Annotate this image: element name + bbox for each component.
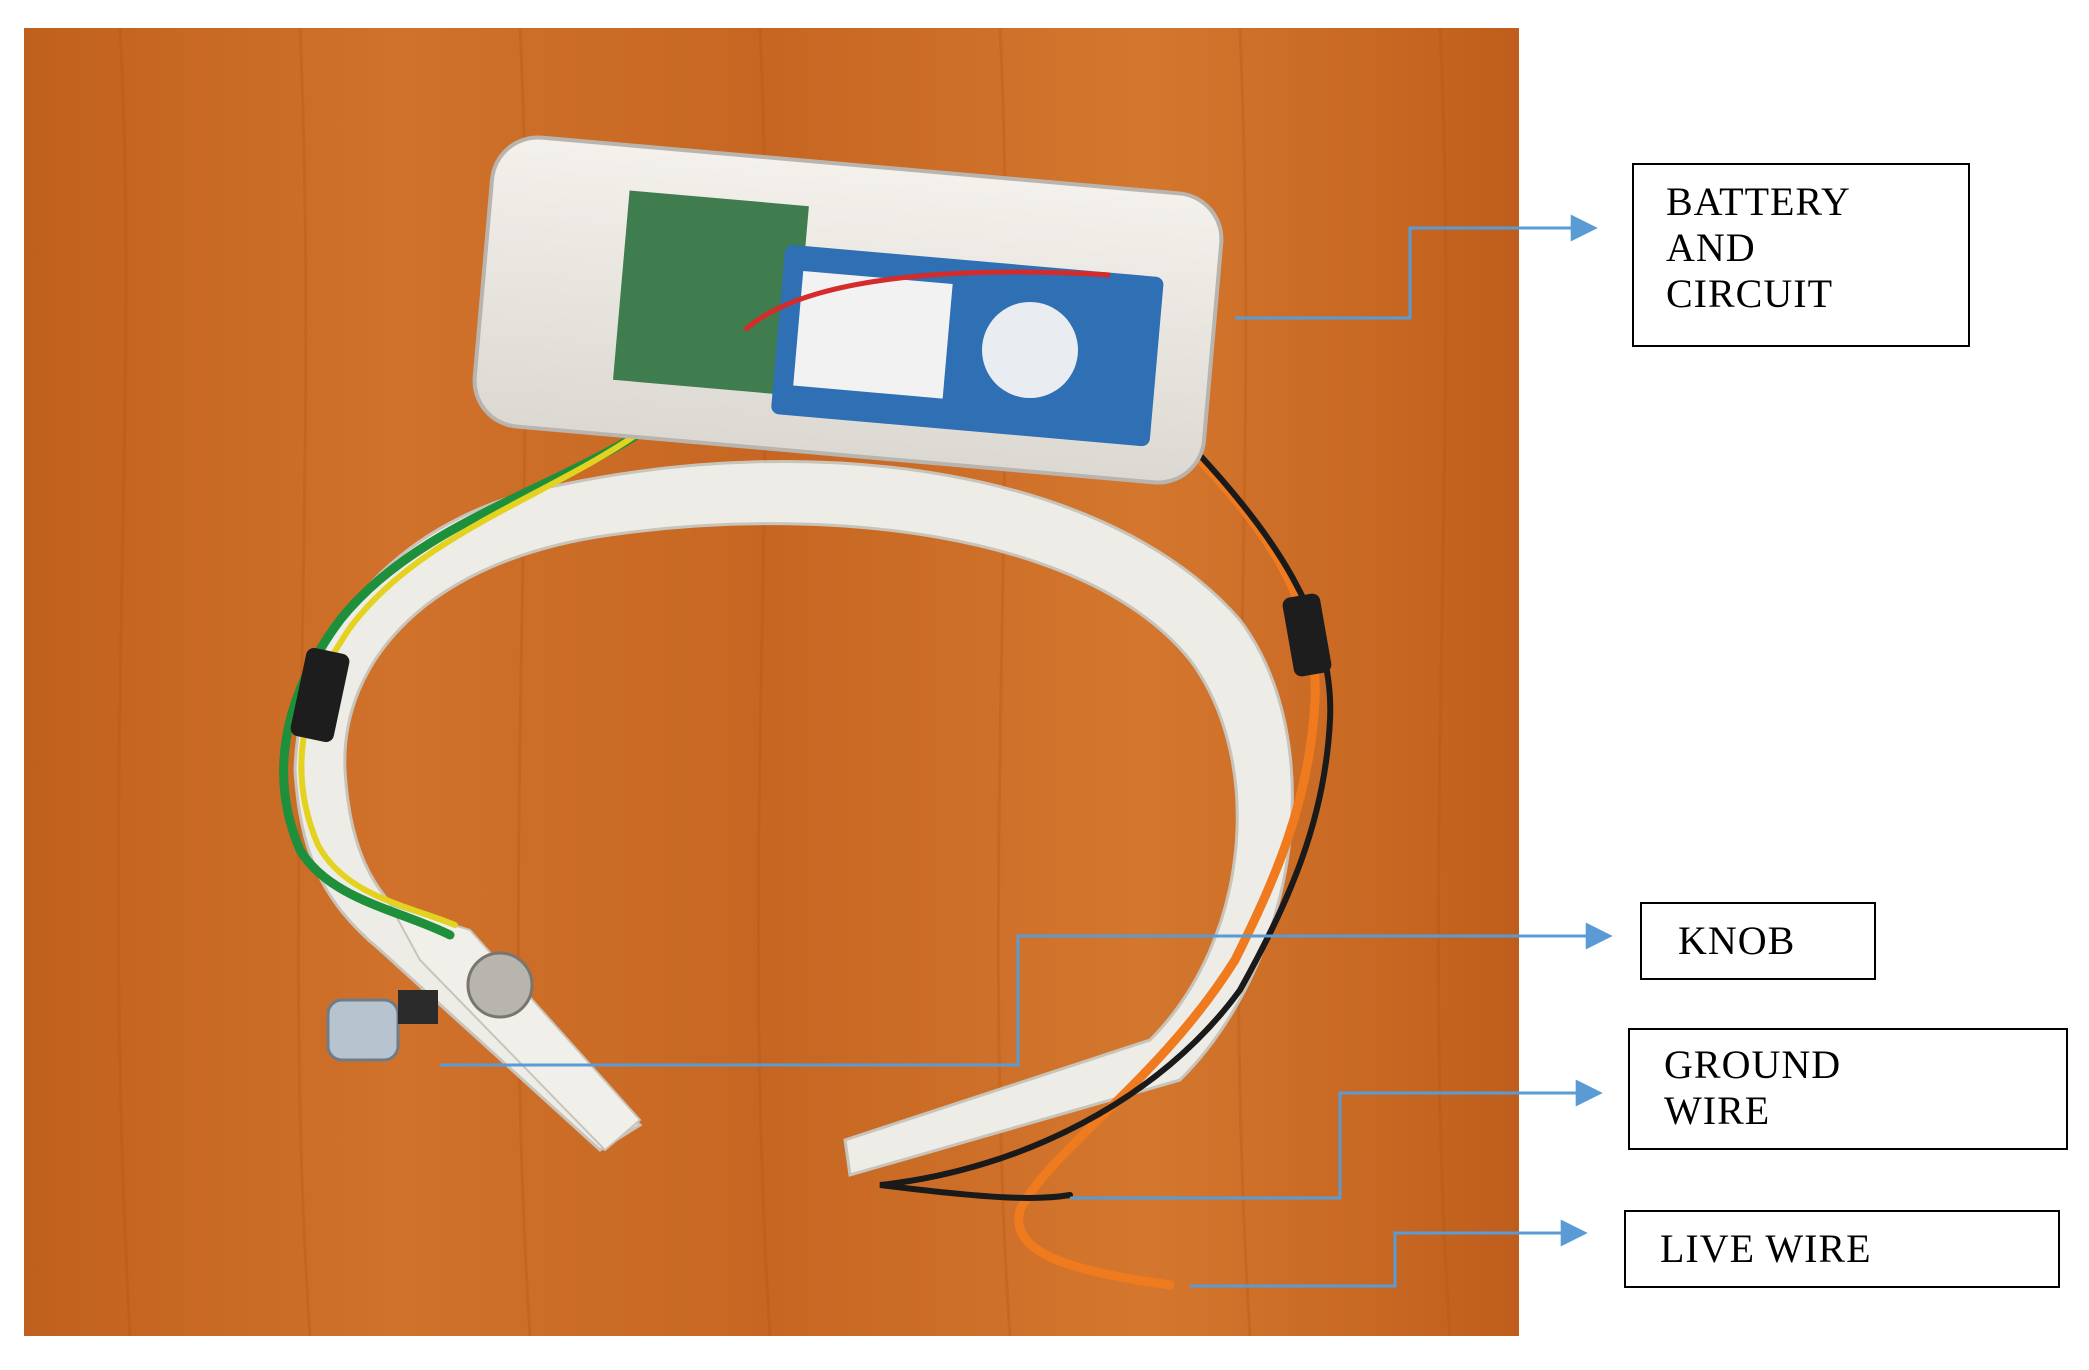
potentiometer <box>466 951 534 1019</box>
battery-seal <box>982 302 1078 398</box>
circuit-board <box>613 190 809 396</box>
battery-label <box>793 270 953 399</box>
knob-shaft <box>398 990 438 1024</box>
battery-circuit-box <box>472 135 1224 485</box>
label-ground-wire: GROUND WIRE <box>1628 1028 2068 1150</box>
leader-ground <box>1070 1079 1603 1200</box>
label-live-wire: LIVE WIRE <box>1624 1210 2060 1288</box>
leader-battery <box>1235 214 1598 320</box>
label-battery-line-2: AND <box>1666 225 1756 270</box>
red-wire <box>743 269 1111 332</box>
wires <box>279 415 1334 1290</box>
insulation-tape-left <box>290 647 350 743</box>
label-battery-line-3: CIRCUIT <box>1666 271 1833 316</box>
label-knob: KNOB <box>1640 902 1876 980</box>
photo <box>24 27 1519 1337</box>
leader-knob <box>440 922 1613 1067</box>
label-knob-text: KNOB <box>1678 918 1796 963</box>
label-ground-line-1: GROUND <box>1664 1042 1842 1087</box>
leader-lines <box>440 214 1613 1288</box>
insulation-tape-right <box>1282 593 1332 677</box>
label-ground-line-2: WIRE <box>1664 1088 1771 1133</box>
label-live-text: LIVE WIRE <box>1660 1226 1872 1271</box>
leader-live <box>1190 1219 1588 1288</box>
label-battery-line-1: BATTERY <box>1666 179 1851 224</box>
knob <box>326 998 400 1062</box>
label-battery-and-circuit: BATTERY AND CIRCUIT <box>1632 163 1970 347</box>
